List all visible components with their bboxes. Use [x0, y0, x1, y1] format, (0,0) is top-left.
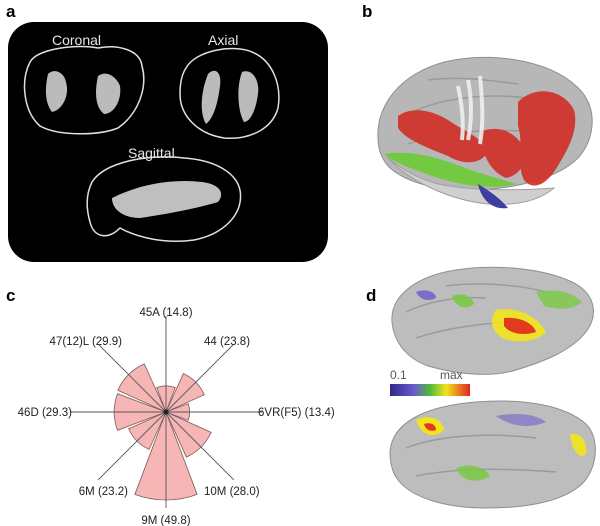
- panel-letter-b: b: [362, 2, 373, 21]
- rose-spoke: [165, 411, 235, 481]
- rose-label-6m: 6M (23.2): [79, 486, 128, 498]
- rose-label-9m: 9M (49.8): [141, 515, 190, 526]
- panel-c-rose-chart: 45A (14.8) 44 (23.8) 6VR(F5) (13.4) 10M (28…: [18, 307, 335, 526]
- rose-label-45a: 45A (14.8): [139, 307, 192, 319]
- panel-letter-c: c: [6, 286, 16, 305]
- rose-label-47-12-l: 47(12)L (29.9): [50, 336, 123, 348]
- panel-letter-a: a: [6, 2, 16, 21]
- rose-spoke: [97, 343, 167, 413]
- axial-outline: [179, 47, 280, 139]
- colorbar-max-label: max: [440, 368, 463, 382]
- rose-label-46d: 46D (29.3): [18, 407, 73, 419]
- rose-label-6vr-f5-: 6VR(F5) (13.4): [258, 407, 335, 419]
- tract-green: [384, 152, 516, 187]
- rose-label-44: 44 (23.8): [204, 336, 250, 348]
- medial-surface: [389, 400, 596, 509]
- tract-blue: [478, 184, 508, 209]
- panel-b-brain-render: [377, 56, 593, 209]
- view-label-axial: Axial: [208, 32, 238, 48]
- panel-d-cortical-maps: 0.1 max: [389, 266, 596, 509]
- coronal-outline: [23, 45, 145, 135]
- rose-spoke: [97, 411, 167, 481]
- colorbar-min-label: 0.1: [390, 368, 407, 382]
- panel-a-tractography: Coronal Axial Sagittal: [8, 22, 328, 262]
- rose-spoke: [165, 343, 235, 413]
- view-label-sagittal: Sagittal: [128, 145, 175, 161]
- sagittal-outline: [86, 156, 242, 243]
- rose-center: [163, 409, 169, 415]
- panel-letter-d: d: [366, 286, 377, 305]
- colorbar: [390, 384, 470, 396]
- rose-label-10m: 10M (28.0): [204, 486, 260, 498]
- view-label-coronal: Coronal: [52, 32, 101, 48]
- tract-red: [398, 91, 576, 186]
